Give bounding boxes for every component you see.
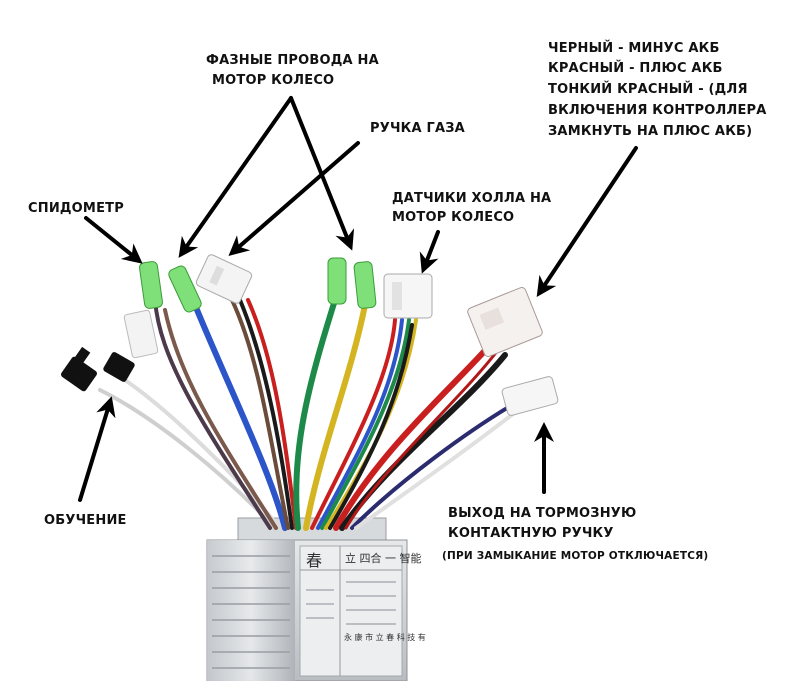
label-brake-line1: ВЫХОД НА ТОРМОЗНУЮ [448,506,637,521]
label-brake-line2: КОНТАКТНУЮ РУЧКУ [448,526,614,541]
arrow-battery [536,146,638,297]
arrow-phase-right [289,96,355,251]
label-throttle: РУЧКА ГАЗА [370,121,465,136]
controller-label-line3: 永 康 市 立 春 科 技 有 [344,632,426,642]
label-battery-line2: КРАСНЫЙ - ПЛЮС АКБ [548,61,723,76]
label-battery-line3: ТОНКИЙ КРАСНЫЙ - (ДЛЯ [548,82,748,97]
label-battery-line5: ЗАМКНУТЬ НА ПЛЮС АКБ) [548,124,753,139]
label-phase-wires-line1: ФАЗНЫЕ ПРОВОДА НА [206,53,379,68]
arrow-hall [419,230,440,274]
label-hall-sensors-line1: ДАТЧИКИ ХОЛЛА НА [392,191,552,206]
label-learning: ОБУЧЕНИЕ [44,513,127,528]
label-speedometer: СПИДОМЕТР [28,201,124,216]
label-brake-note: (ПРИ ЗАМЫКАНИЕ МОТОР ОТКЛЮЧАЕТСЯ) [442,550,709,562]
hall-sensor-connector [383,273,433,319]
learning-connector-2 [103,352,135,382]
label-hall-sensors-line2: МОТОР КОЛЕСО [392,210,515,225]
controller-body: 立 四合 一 智能 春 永 康 市 立 春 科 技 有 [206,517,426,681]
label-phase-wires-line2: МОТОР КОЛЕСО [212,73,335,88]
battery-connector [467,286,543,358]
label-battery-line1: ЧЕРНЫЙ - МИНУС АКБ [548,41,720,56]
arrow-speedometer [84,216,143,264]
callout-arrows [78,96,638,502]
label-battery-line4: ВКЛЮЧЕНИЯ КОНТРОЛЛЕРА [548,103,767,118]
phase-connector-blue [168,265,202,313]
controller-label-line1: 立 四合 一 智能 [345,551,422,565]
arrow-throttle [228,141,360,256]
arrow-learning [78,396,116,502]
phase-connector-yellow [353,261,377,309]
phase-connector-green [327,257,347,305]
controller-label-line2: 春 [306,551,322,570]
arrow-phase-left [178,96,293,258]
wire-bundle [98,297,520,531]
learning-connector-1 [61,346,97,392]
throttle-connector [195,254,253,304]
learning-plug-white [123,309,159,359]
speedometer-connector [139,261,163,309]
brake-connector [501,376,559,416]
